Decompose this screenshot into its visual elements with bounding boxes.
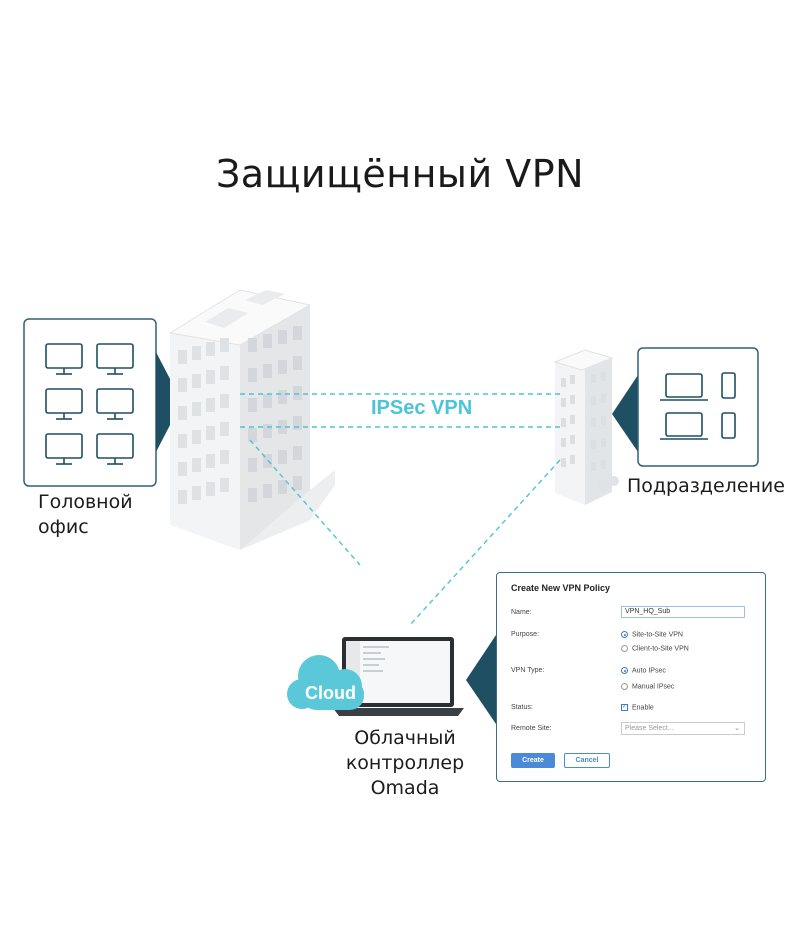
cloud-controller-label: Облачный контроллер Omada	[345, 727, 465, 799]
checkmark-icon: ✓	[621, 704, 628, 711]
head-office-panel	[23, 318, 182, 487]
smartphone-icon	[721, 412, 736, 439]
radio-selected-icon	[621, 631, 628, 638]
controller-laptop-icon	[333, 637, 464, 716]
cloud-label: Cloud	[305, 683, 356, 703]
cancel-button[interactable]: Cancel	[564, 753, 610, 768]
name-label: Name:	[511, 609, 532, 616]
purpose-label: Purpose:	[511, 631, 540, 638]
create-button[interactable]: Create	[511, 753, 555, 768]
vpn-tunnel-lines	[240, 393, 561, 626]
remote-site-label: Remote Site:	[511, 725, 552, 732]
radio-site-to-site[interactable]: Site-to-Site VPN	[621, 631, 683, 638]
form-pointer	[466, 635, 496, 724]
branch-panel	[612, 347, 759, 467]
radio-client-to-site[interactable]: Client-to-Site VPN	[621, 645, 689, 652]
smartphone-icon	[721, 372, 736, 399]
radio-icon	[621, 683, 628, 690]
desktop-computer-icon	[45, 343, 134, 465]
form-title: Create New VPN Policy	[511, 583, 611, 593]
page-title: Защищённый VPN	[215, 152, 585, 196]
name-input[interactable]: VPN_HQ_Sub	[621, 606, 745, 618]
laptop-icon	[660, 373, 708, 401]
laptop-icon	[660, 412, 708, 440]
vpn-type-label: VPN Type:	[511, 667, 545, 674]
status-label: Status:	[511, 704, 533, 711]
vpn-policy-form: Create New VPN Policy Name: VPN_HQ_Sub P…	[496, 572, 766, 782]
branch-label: Подразделение	[627, 475, 785, 497]
status-checkbox[interactable]: ✓Enable	[621, 704, 654, 712]
head-office-label: Головной офис	[38, 491, 133, 538]
cloud-icon	[287, 655, 364, 710]
remote-site-select[interactable]: Please Select... ⌄	[621, 722, 745, 735]
ipsec-vpn-label: IPSec VPN	[371, 397, 473, 419]
head-office-building-icon	[168, 289, 335, 550]
radio-auto-ipsec[interactable]: Auto IPsec	[621, 667, 666, 674]
radio-manual-ipsec[interactable]: Manual IPsec	[621, 683, 674, 690]
radio-icon	[621, 645, 628, 652]
chevron-down-icon: ⌄	[734, 725, 740, 732]
branch-building-icon	[553, 349, 619, 505]
radio-selected-icon	[621, 667, 628, 674]
